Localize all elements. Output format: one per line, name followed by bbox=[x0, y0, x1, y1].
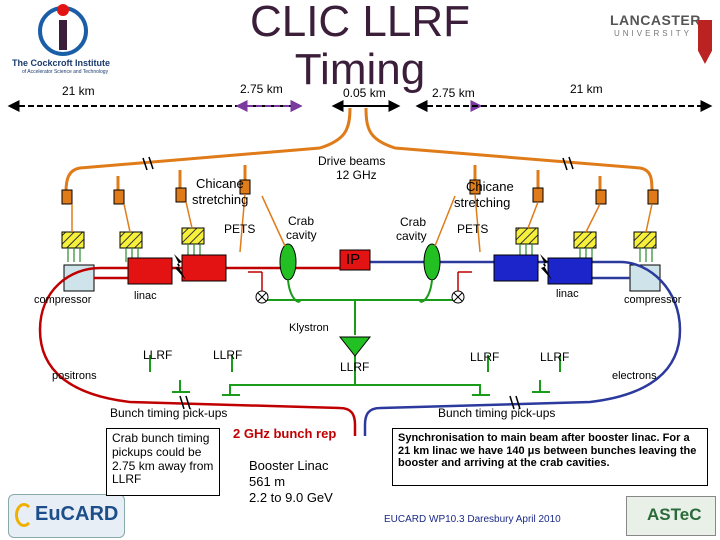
astec-wordmark: ASTeC bbox=[647, 505, 702, 524]
linac-right-label: linac bbox=[556, 288, 579, 300]
linac-left-label: linac bbox=[134, 290, 157, 302]
chicane-right-label-1: Chicane bbox=[466, 179, 514, 194]
linac-left-block-2 bbox=[181, 254, 227, 282]
drive-beam-breaks bbox=[142, 156, 574, 171]
title-line-2: Timing bbox=[294, 45, 426, 94]
llrf-label-center: LLRF bbox=[340, 360, 370, 374]
lancaster-university: UNIVERSITY bbox=[614, 29, 693, 38]
distance-left-turn: 2.75 km bbox=[240, 82, 283, 96]
title-line-1: CLIC LLRF bbox=[249, 0, 471, 46]
mixer-stubs bbox=[248, 271, 472, 291]
linac-right-block-2 bbox=[547, 257, 593, 285]
positrons-label: positrons bbox=[52, 370, 97, 382]
lancaster-logo: LANCASTER UNIVERSITY bbox=[606, 10, 716, 70]
pets-feeds bbox=[71, 193, 653, 253]
ip-box bbox=[339, 249, 371, 271]
llrf-label-3: LLRF bbox=[470, 350, 500, 364]
crab-cavity-right-shape bbox=[423, 243, 441, 281]
crab-right-label-2: cavity bbox=[396, 229, 427, 243]
electrons-label: electrons bbox=[612, 370, 657, 382]
distance-right-linac: 21 km bbox=[570, 82, 603, 96]
pickup-marks bbox=[172, 391, 550, 396]
drive-beam-boxes bbox=[61, 179, 659, 205]
lancaster-crest-icon bbox=[698, 20, 712, 64]
cockcroft-logo: The Cockcroft Institute of Accelerator S… bbox=[8, 4, 138, 80]
cockcroft-subtitle: of Accelerator Science and Technology bbox=[22, 69, 109, 75]
chicane-left-label-2: stretching bbox=[192, 192, 249, 207]
linac-right-block-1 bbox=[493, 254, 539, 282]
positron-beamline bbox=[38, 266, 357, 436]
cockcroft-bar-icon bbox=[59, 20, 67, 50]
crab-right-label-1: Crab bbox=[400, 215, 427, 229]
eucard-wordmark: EuCARD bbox=[35, 503, 119, 525]
ip-label: IP bbox=[346, 251, 361, 268]
compressor-right-label: compressor bbox=[624, 294, 682, 306]
drive-beam-lines bbox=[64, 107, 654, 193]
eucard-logo: EuCARD bbox=[8, 494, 125, 538]
llrf-label-4: LLRF bbox=[540, 350, 570, 364]
synchronisation-note: Synchronisation to main beam after boost… bbox=[392, 428, 708, 486]
crab-feed-right bbox=[434, 195, 456, 247]
footer-text: EUCARD WP10.3 Daresbury April 2010 bbox=[384, 514, 561, 525]
distance-center: 0.05 km bbox=[343, 86, 386, 100]
klystron-shape bbox=[338, 336, 372, 357]
linac-left-block-1 bbox=[127, 257, 173, 285]
cockcroft-name: The Cockcroft Institute bbox=[12, 58, 111, 68]
distance-left-linac: 21 km bbox=[62, 84, 95, 98]
crab-feed-left bbox=[261, 195, 286, 247]
distance-right-turn: 2.75 km bbox=[432, 86, 475, 100]
compressor-left-label: compressor bbox=[34, 294, 92, 306]
chicane-right-label-2: stretching bbox=[454, 195, 511, 210]
rep-rate-label: 2 GHz bunch rep bbox=[233, 426, 337, 441]
chicane-left-label-1: Chicane bbox=[196, 176, 244, 191]
crab-pickup-note: Crab bunch timing pickups could be 2.75 … bbox=[106, 428, 220, 496]
llrf-label-1: LLRF bbox=[143, 348, 173, 362]
booster-label-1: Booster Linac bbox=[249, 458, 329, 473]
llrf-label-2: LLRF bbox=[213, 348, 243, 362]
crab-cavity-left-shape bbox=[279, 243, 297, 281]
eucard-swoosh-icon bbox=[15, 503, 33, 527]
crab-left-label-1: Crab bbox=[288, 214, 315, 228]
booster-label-3: 2.2 to 9.0 GeV bbox=[249, 490, 333, 505]
lancaster-name: LANCASTER bbox=[610, 12, 701, 28]
beamline-breaks bbox=[179, 395, 521, 410]
pets-left-label: PETS bbox=[224, 222, 256, 236]
mixers bbox=[255, 290, 465, 304]
drive-beams-label: Drive beams bbox=[318, 154, 386, 168]
klystron-label: Klystron bbox=[289, 322, 329, 334]
pickups-left-label: Bunch timing pick-ups bbox=[110, 406, 228, 420]
pets-units bbox=[61, 227, 657, 249]
astec-logo: ASTeC bbox=[626, 496, 716, 536]
cockcroft-dot-icon bbox=[57, 4, 69, 16]
crab-left-label-2: cavity bbox=[286, 228, 317, 242]
booster-label-2: 561 m bbox=[249, 474, 286, 489]
pickups-right-label: Bunch timing pick-ups bbox=[438, 406, 556, 420]
drive-beams-frequency: 12 GHz bbox=[336, 168, 377, 182]
pets-right-label: PETS bbox=[457, 222, 489, 236]
electron-beamline bbox=[363, 260, 682, 436]
